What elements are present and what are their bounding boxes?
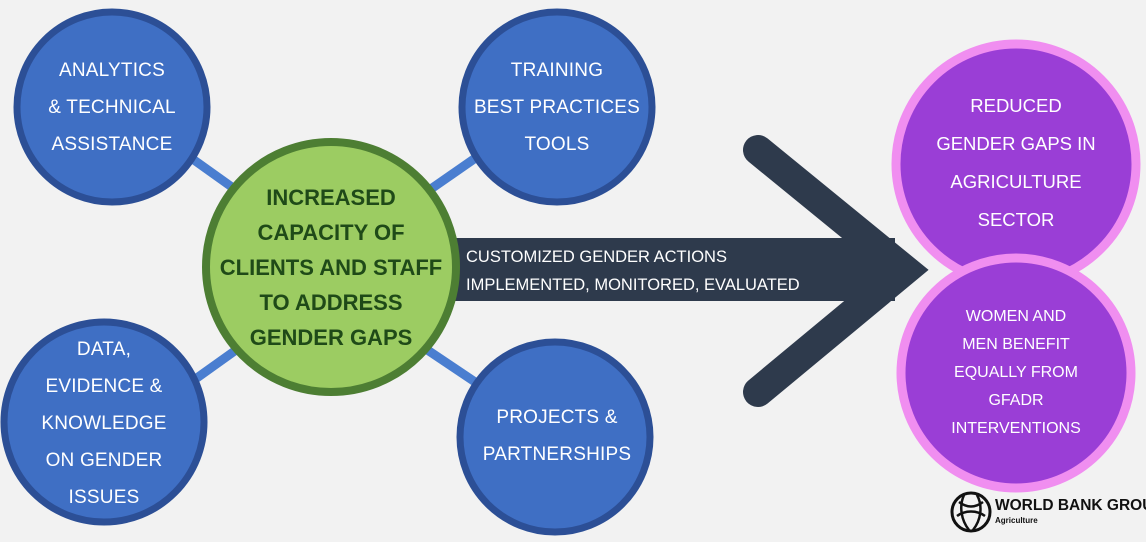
node-data-label-line: ISSUES (68, 486, 140, 508)
node-training-circle (458, 8, 656, 206)
node-analytics-label-line: & TECHNICAL (48, 96, 176, 118)
center-label-line: CAPACITY OF (257, 220, 405, 245)
node-data-label: DATA, EVIDENCE & KNOWLEDGE ON GENDER ISSUES (14, 328, 194, 518)
node-analytics-circle (13, 8, 211, 206)
outcome-bottom-label-line: MEN BENEFIT (962, 336, 1070, 353)
arrow-label-line: CUSTOMIZED GENDER ACTIONS (466, 248, 727, 266)
node-training-label: TRAINING BEST PRACTICES TOOLS (462, 50, 652, 164)
outcome-top-label-line: GENDER GAPS IN (936, 133, 1096, 154)
outcome-top-label-line: SECTOR (977, 209, 1055, 230)
node-data-circle (0, 318, 208, 526)
outcome-bottom-label-line: GFADR (988, 392, 1044, 409)
node-data-label-line: DATA, (76, 338, 132, 360)
node-training-label-line: TRAINING (510, 59, 604, 81)
node-data-label-line: KNOWLEDGE (41, 412, 167, 434)
outcome-top-label-line: REDUCED (970, 95, 1062, 116)
outcome-top-label-line: AGRICULTURE (950, 171, 1082, 192)
node-training-label-line: TOOLS (524, 133, 590, 155)
center-label: INCREASED CAPACITY OF CLIENTS AND STAFF TO … (211, 180, 451, 355)
center-label-line: CLIENTS AND STAFF (219, 255, 443, 280)
arrow-label: CUSTOMIZED GENDER ACTIONS IMPLEMENTED, MO… (466, 243, 800, 299)
center-label-line: GENDER GAPS (249, 325, 413, 350)
center-label-line: INCREASED (266, 185, 396, 210)
node-projects-circle (456, 338, 654, 536)
outcome-bottom-label-line: EQUALLY FROM (954, 364, 1078, 381)
center-label-line: TO ADDRESS (259, 290, 403, 315)
node-projects-label: PROJECTS & PARTNERSHIPS (462, 397, 652, 475)
node-analytics-label-line: ANALYTICS (59, 59, 165, 81)
node-data-label-line: ON GENDER (45, 449, 163, 471)
node-data-label-line: EVIDENCE & (45, 375, 163, 397)
outcome-bottom-label: WOMEN AND MEN BENEFIT EQUALLY FROM GFADR INT… (906, 302, 1126, 444)
arrow-band (420, 238, 895, 301)
logo-subtitle: Agriculture (995, 516, 1038, 525)
center-circle (202, 138, 460, 396)
outcome-top-label: REDUCED GENDER GAPS IN AGRICULTURE SECTOR (906, 85, 1126, 241)
globe-icon (950, 491, 992, 533)
world-bank-logo: WORLD BANK GROUP Agriculture (945, 487, 1146, 537)
arrow-chevron (743, 135, 929, 407)
node-analytics-label: ANALYTICS & TECHNICAL ASSISTANCE (22, 50, 202, 164)
node-projects-label-line: PROJECTS & (496, 407, 618, 428)
arrow-label-line: IMPLEMENTED, MONITORED, EVALUATED (466, 276, 800, 294)
logo-title: WORLD BANK GROUP (995, 497, 1146, 514)
outcome-bottom-circle (896, 253, 1136, 493)
node-analytics-label-line: ASSISTANCE (51, 133, 173, 155)
outcome-bottom-label-line: WOMEN AND (965, 308, 1067, 325)
node-projects-label-line: PARTNERSHIPS (482, 444, 632, 465)
node-training-label-line: BEST PRACTICES (473, 96, 641, 118)
outcome-bottom-label-line: INTERVENTIONS (951, 420, 1081, 437)
